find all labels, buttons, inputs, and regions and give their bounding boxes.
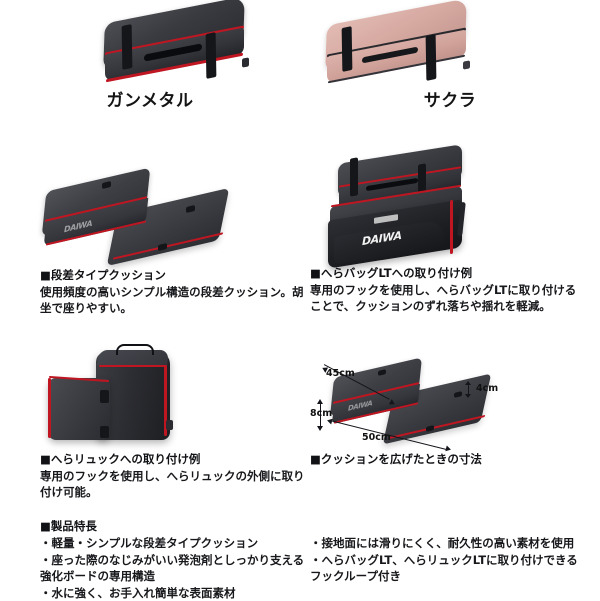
hera-rucksack-heading: ■へらリュックへの取り付け例 xyxy=(40,452,308,467)
rucksack-red-piping-top xyxy=(99,365,167,367)
dim-arrow-4cm-top xyxy=(465,381,471,385)
case-strap-right xyxy=(426,34,437,81)
step-cushion-text: ■段差タイプクッション 使用頻度の高いシンプル構造の段差クッション。胡 坐で座り… xyxy=(40,268,308,316)
step-cushion-body-line-1: 使用頻度の高いシンプル構造の段差クッション。胡 xyxy=(40,284,308,300)
product-case-gunmetal-icon xyxy=(96,6,260,86)
features-list-left: ・軽量・シンプルな段差タイプクッション ・座った際のなじみがいい発泡剤としっかり… xyxy=(40,535,308,601)
herabag-lt-body-line-2: ことで、クッションのずれ落ちや揺れを軽減。 xyxy=(310,298,590,314)
herabag-lt-heading: ■へらバッグLTへの取り付け例 xyxy=(310,266,590,281)
dim-arrow-4cm-bottom xyxy=(465,394,471,398)
attached-cushion-strap-lower xyxy=(100,426,109,438)
dim-arrow-50cm-start xyxy=(326,417,332,424)
case-strap-left xyxy=(342,26,353,72)
herabag-side-red-piping xyxy=(450,200,453,254)
features-heading: ■製品特長 xyxy=(40,519,308,534)
mounted-cushion-strap-left xyxy=(350,157,358,196)
feature-item-continuation: 強化ボードの専用構造 xyxy=(40,568,308,585)
cushion-dimensions-photo: DAIWA 45cm 8cm 4cm 50cm xyxy=(316,356,540,446)
step-cushion-heading: ■段差タイプクッション xyxy=(40,268,308,283)
color-variant-sakura: サクラ xyxy=(300,0,600,112)
color-variant-gunmetal: ガンメタル xyxy=(0,0,300,112)
feature-item-continuation: フックループ付き xyxy=(310,568,594,585)
color-variant-label: サクラ xyxy=(300,86,600,111)
rucksack-side-buckle xyxy=(166,420,173,430)
features-list-right: ・接地面には滑りにくく、耐久性の高い素材を使用 ・へらバッグLT、へらリュックL… xyxy=(310,535,594,585)
attached-cushion-strap xyxy=(100,390,109,403)
case-hook-tab xyxy=(242,57,249,67)
dim-label-50cm: 50cm xyxy=(362,432,391,443)
feature-item: ・座った際のなじみがいい発泡剤としっかり支える xyxy=(40,552,308,569)
rucksack-carry-handle xyxy=(116,344,154,355)
features-right-column: ・接地面には滑りにくく、耐久性の高い素材を使用 ・へらバッグLT、へらリュックL… xyxy=(310,535,594,585)
case-strap-right xyxy=(206,32,217,79)
color-variant-label: ガンメタル xyxy=(0,86,300,111)
hera-rucksack-body-line-2: 付け可能。 xyxy=(40,484,308,500)
hera-rucksack-body-line-1: 専用のフックを使用し、へらリュックの外側に取り xyxy=(40,468,308,484)
dim-arrow-8cm-top xyxy=(317,399,323,404)
attached-cushion-red-piping xyxy=(48,378,51,438)
feature-item: ・へらバッグLT、へらリュックLTに取り付けできる xyxy=(310,552,594,569)
features-left-column: ■製品特長 ・軽量・シンプルな段差タイプクッション ・座った際のなじみがいい発泡… xyxy=(40,519,308,601)
feature-item: ・接地面には滑りにくく、耐久性の高い素材を使用 xyxy=(310,535,594,552)
step-cushion-open-photo: DAIWA xyxy=(36,166,226,262)
herabag-lt-text: ■へらバッグLTへの取り付け例 専用のフックを使用し、へらバッグLTに取り付ける… xyxy=(310,266,590,314)
dim-label-4cm: 4cm xyxy=(476,383,498,394)
herabag-lt-body-line-1: 専用のフックを使用し、へらバッグLTに取り付ける xyxy=(310,282,590,298)
hera-rucksack-text: ■へらリュックへの取り付け例 専用のフックを使用し、へらリュックの外側に取り 付… xyxy=(40,452,308,500)
dim-arrow-8cm-bottom xyxy=(317,426,323,431)
feature-item: ・水に強く、お手入れ簡単な表面素材 xyxy=(40,585,308,601)
product-case-sakura-icon xyxy=(318,8,482,88)
color-variant-row: ガンメタル サクラ xyxy=(0,0,600,112)
feature-item: ・軽量・シンプルな段差タイプクッション xyxy=(40,535,308,552)
case-strap-left xyxy=(122,24,133,70)
herabag-lt-mounted-photo: DAIWA xyxy=(318,152,498,262)
step-cushion-body-line-2: 坐で座りやすい。 xyxy=(40,300,308,316)
dimensions-heading: ■クッションを広げたときの寸法 xyxy=(310,452,590,467)
dimensions-text: ■クッションを広げたときの寸法 xyxy=(310,452,590,468)
dim-label-45cm: 45cm xyxy=(326,368,355,379)
hera-rucksack-mounted-photo xyxy=(42,342,202,446)
case-hook-tab xyxy=(463,60,470,69)
